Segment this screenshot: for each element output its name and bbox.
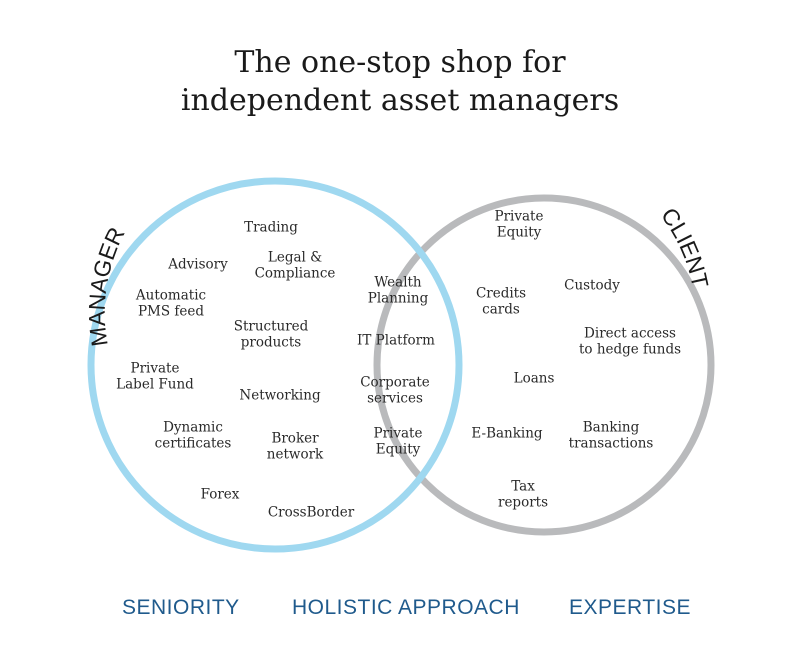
manager-item-line: Structured	[234, 319, 309, 335]
overlap-item-line: Wealth	[374, 275, 422, 291]
manager-item: CrossBorder	[268, 505, 355, 521]
client-item-line: cards	[482, 302, 520, 318]
manager-item: Forex	[201, 487, 240, 503]
footer-expertise: EXPERTISE	[569, 596, 691, 619]
client-item: Loans	[514, 371, 555, 387]
client-item-line: Custody	[564, 278, 620, 294]
overlap-item-line: Private	[374, 426, 423, 442]
manager-item-line: Legal &	[268, 250, 322, 266]
manager-item: Legal &Compliance	[255, 250, 336, 282]
client-item-line: reports	[498, 495, 548, 511]
manager-item-line: Trading	[244, 220, 298, 236]
manager-item-line: CrossBorder	[268, 505, 355, 521]
manager-item-line: Private	[131, 361, 180, 377]
client-item-line: Private	[495, 209, 544, 225]
diagram-title: The one-stop shop for independent asset …	[0, 44, 800, 120]
manager-label: MANAGER	[84, 223, 130, 348]
overlap-item: IT Platform	[357, 333, 435, 349]
manager-item-line: network	[267, 447, 324, 463]
manager-item-line: PMS feed	[138, 304, 204, 320]
footer-seniority: SENIORITY	[122, 596, 240, 619]
manager-item-line: Advisory	[167, 257, 228, 273]
manager-item-line: Automatic	[135, 288, 206, 304]
overlap-item-line: Corporate	[360, 375, 430, 391]
title-line-2: independent asset managers	[180, 83, 620, 118]
footer-holistic-approach: HOLISTIC APPROACH	[292, 596, 520, 619]
client-item-line: Credits	[476, 286, 526, 302]
overlap-item-line: Equity	[376, 442, 421, 458]
manager-circle	[87, 177, 463, 553]
overlap-item-line: IT Platform	[357, 333, 435, 349]
client-item: E-Banking	[471, 426, 543, 442]
client-item-line: Banking	[583, 420, 640, 436]
manager-item-line: Networking	[239, 388, 321, 404]
client-item-line: to hedge funds	[579, 342, 681, 358]
client-item-line: E-Banking	[471, 426, 543, 442]
manager-item-line: Label Fund	[116, 377, 194, 393]
manager-item-line: products	[241, 335, 302, 351]
manager-item-line: Broker	[271, 431, 319, 447]
manager-item: Advisory	[167, 257, 228, 273]
title-line-1: The one-stop shop for	[234, 45, 566, 80]
overlap-item-line: Planning	[368, 291, 429, 307]
manager-item-line: certificates	[155, 436, 232, 452]
manager-item: Networking	[239, 388, 321, 404]
manager-item-line: Compliance	[255, 266, 336, 282]
manager-item-line: Dynamic	[163, 420, 223, 436]
client-item-line: Direct access	[584, 326, 676, 342]
client-circle	[373, 194, 715, 536]
client-item-line: Loans	[514, 371, 555, 387]
client-item-line: Tax	[511, 479, 535, 495]
client-item-line: Equity	[497, 225, 542, 241]
client-item-line: transactions	[569, 436, 654, 452]
client-item: Custody	[564, 278, 620, 294]
manager-item: Trading	[244, 220, 298, 236]
overlap-item-line: services	[367, 391, 423, 407]
manager-item-line: Forex	[201, 487, 240, 503]
